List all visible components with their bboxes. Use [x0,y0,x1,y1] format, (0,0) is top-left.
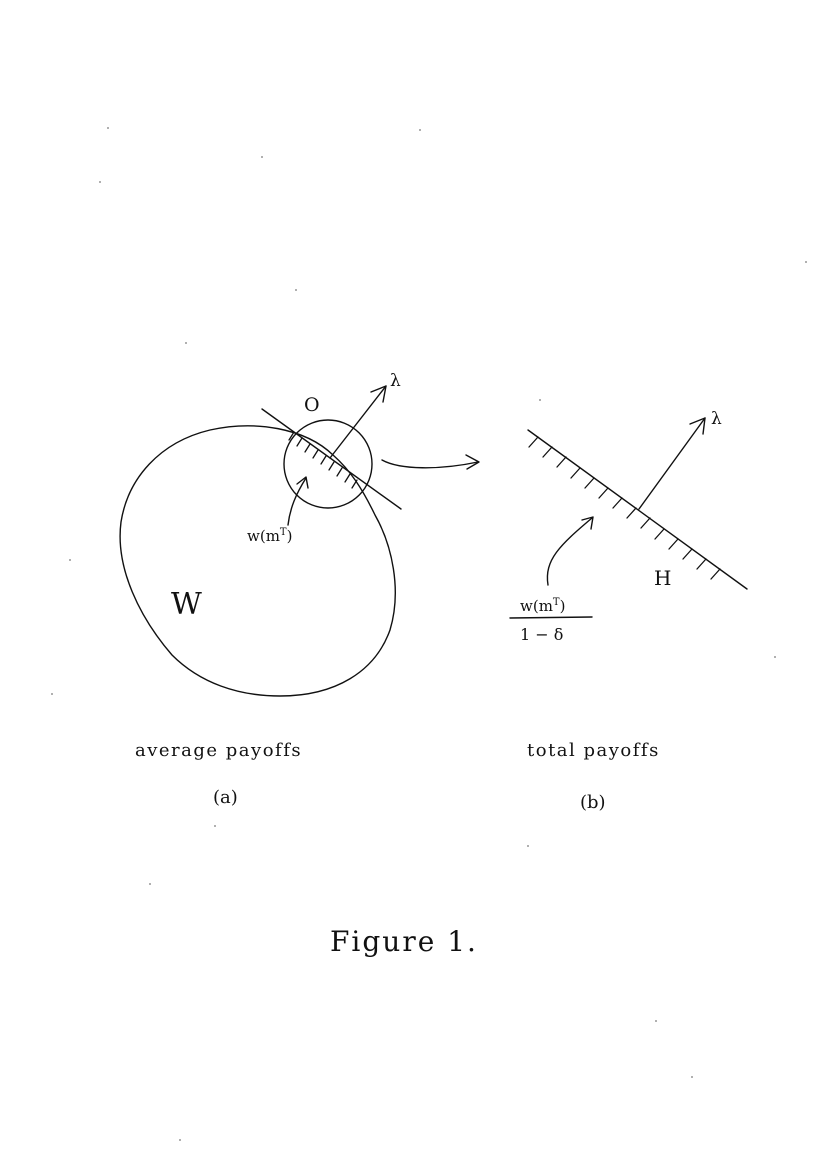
point-label-o: O [304,394,320,416]
fraction-denominator: 1 − δ [520,625,563,644]
magnify-arrow-head [465,454,480,470]
magnify-arrow [381,459,479,469]
neighbourhood-circle-o [283,419,373,509]
boundary-hatching-a [288,431,358,489]
set-w-boundary [119,425,396,697]
halfspace-line-h [527,429,748,590]
figure-caption: Figure 1. [330,925,478,958]
panel-a: O λ w(mT) W average payoffs (a) [119,371,480,808]
normal-vector-b-arrowhead [689,417,706,435]
fraction-bar [509,616,593,619]
panel-b: λ H w(mT) 1 − δ total payoffs (b) [509,409,748,813]
normal-vector-a [329,385,387,459]
fraction-numerator: w(mT) [520,597,565,615]
caption-a: average payoffs [135,740,302,761]
tangent-line-a [261,408,402,510]
pointer-label-a: w(mT) [247,527,292,545]
pointer-arrow-a-head [296,476,309,489]
pointer-arrow-b-head [581,516,594,530]
pointer-arrow-b [546,517,593,586]
normal-vector-b [638,417,706,510]
vector-label-b: λ [711,409,722,429]
sublabel-b: (b) [580,792,606,813]
normal-vector-a-arrowhead [370,385,387,403]
halfspace-hatching [528,436,721,580]
scan-specks [51,127,807,1141]
pointer-arrow-a [287,477,307,526]
set-label-w: W [171,587,202,622]
caption-b: total payoffs [527,740,660,761]
sublabel-a: (a) [213,787,238,808]
vector-label-a: λ [390,371,401,391]
halfspace-label-h: H [654,566,671,590]
